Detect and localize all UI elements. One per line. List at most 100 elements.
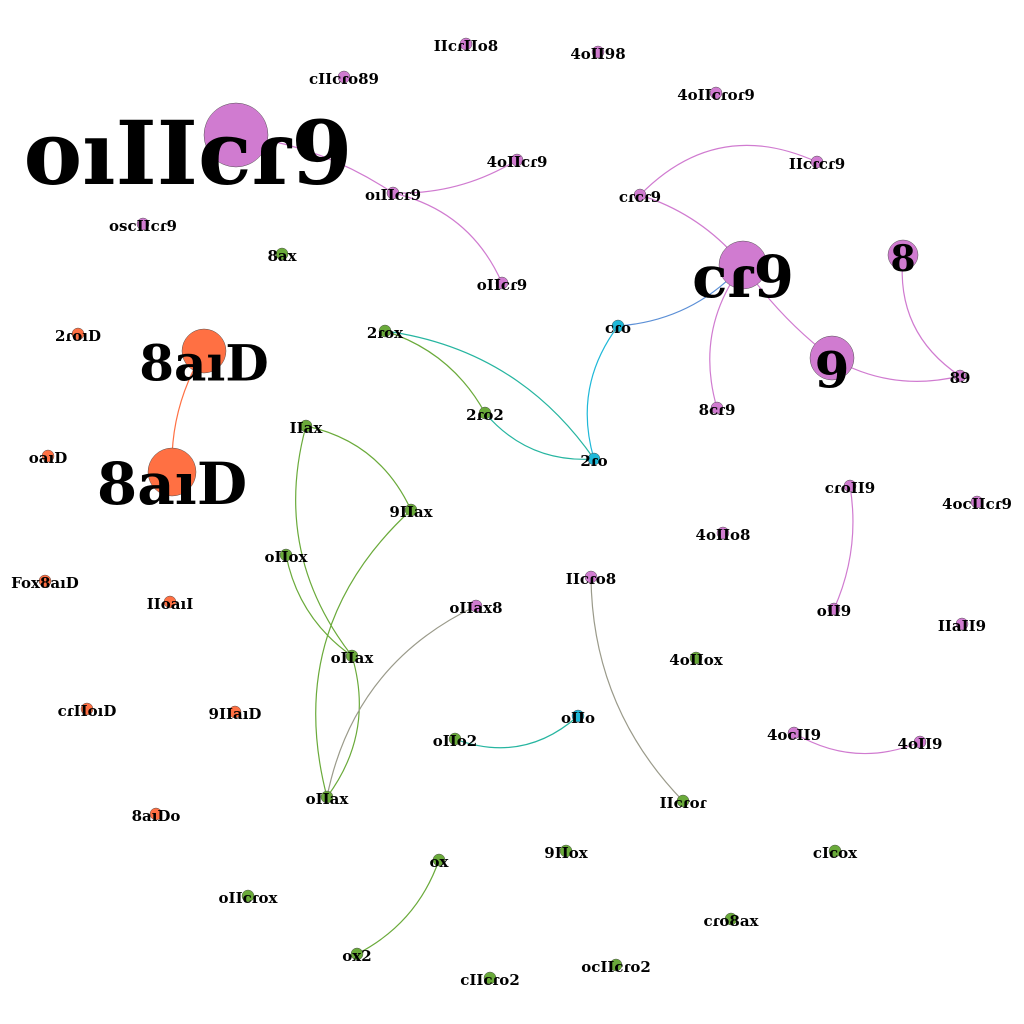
graph-node[interactable] [275, 247, 289, 261]
graph-node[interactable] [71, 327, 85, 341]
node-label: cɾcɾ9 [619, 188, 661, 206]
graph-edge [315, 509, 412, 798]
graph-node[interactable] [228, 705, 242, 719]
graph-node[interactable] [510, 153, 524, 167]
node-label: 89 [950, 369, 971, 387]
graph-node[interactable] [432, 853, 446, 867]
graph-node[interactable] [241, 889, 255, 903]
graph-node[interactable] [279, 548, 293, 562]
graph-node[interactable] [203, 102, 269, 168]
graph-node[interactable] [350, 947, 364, 961]
graph-node[interactable] [611, 319, 625, 333]
graph-node[interactable] [609, 958, 623, 972]
graph-node[interactable] [320, 790, 334, 804]
graph-node[interactable] [404, 503, 418, 517]
node-label: 2ɾo [580, 452, 607, 470]
graph-edge [285, 554, 353, 657]
graph-edge [384, 330, 486, 414]
node-label: oıIIcɾ9 [23, 101, 352, 205]
graph-node[interactable] [716, 526, 730, 540]
node-label: 4oIIo8 [696, 526, 751, 544]
node-label: IIcɾIIo8 [434, 37, 498, 55]
graph-node[interactable] [970, 495, 984, 509]
graph-node[interactable] [459, 37, 473, 51]
node-label: oIIax8 [449, 599, 502, 617]
graph-node[interactable] [386, 186, 400, 200]
node-label: 4oII9 [898, 735, 943, 753]
graph-node[interactable] [495, 276, 509, 290]
graph-node[interactable] [718, 240, 768, 290]
graph-node[interactable] [828, 844, 842, 858]
graph-node[interactable] [149, 807, 163, 821]
graph-edge [833, 485, 854, 610]
node-label: 8 [890, 238, 915, 280]
graph-node[interactable] [448, 732, 462, 746]
graph-node[interactable] [689, 651, 703, 665]
graph-node[interactable] [584, 570, 598, 584]
graph-edge [454, 715, 579, 749]
graph-node[interactable] [571, 709, 585, 723]
node-label: 9IIax [389, 503, 433, 521]
graph-edge [586, 325, 619, 460]
node-label: Fox8aıD [11, 574, 79, 592]
node-label: oIIcɾox [219, 889, 279, 907]
graph-node[interactable] [955, 617, 969, 631]
node-label: IIoaıI [147, 595, 193, 613]
graph-edge [392, 192, 503, 284]
graph-node[interactable] [676, 794, 690, 808]
node-label: 4ocIIcɾ9 [942, 495, 1012, 513]
node-label: IIax [290, 419, 324, 437]
graph-node[interactable] [345, 649, 359, 663]
graph-node[interactable] [38, 574, 52, 588]
node-label: 9IIox [544, 844, 588, 862]
graph-node[interactable] [810, 155, 824, 169]
graph-node[interactable] [337, 70, 351, 84]
graph-node[interactable] [469, 599, 483, 613]
graph-node[interactable] [710, 401, 724, 415]
graph-node[interactable] [913, 735, 927, 749]
graph-node[interactable] [80, 702, 94, 716]
node-label: oaıD [29, 449, 67, 467]
graph-node[interactable] [843, 479, 857, 493]
node-label: IIaII9 [938, 617, 986, 635]
graph-node[interactable] [181, 328, 227, 374]
node-label: 8cɾ9 [699, 401, 736, 419]
graph-node[interactable] [163, 595, 177, 609]
graph-node[interactable] [299, 419, 313, 433]
graph-node[interactable] [887, 239, 919, 271]
node-label: ox2 [342, 947, 371, 965]
graph-node[interactable] [827, 602, 841, 616]
node-layer [38, 37, 984, 985]
graph-edge [295, 425, 353, 657]
graph-node[interactable] [591, 45, 605, 59]
graph-node[interactable] [709, 86, 723, 100]
graph-node[interactable] [724, 912, 738, 926]
graph-node[interactable] [136, 217, 150, 231]
node-label: cIIcɾo2 [460, 971, 520, 989]
graph-node[interactable] [483, 971, 497, 985]
node-label: 8aıD [139, 334, 269, 393]
graph-node[interactable] [953, 369, 967, 383]
graph-node[interactable] [633, 188, 647, 202]
graph-node[interactable] [41, 449, 55, 463]
node-label: oIIax [331, 649, 375, 667]
node-label: 2ɾoıD [55, 327, 101, 345]
graph-node[interactable] [378, 324, 392, 338]
graph-node[interactable] [478, 406, 492, 420]
graph-node[interactable] [147, 447, 197, 497]
graph-node[interactable] [559, 844, 573, 858]
node-label: 2ɾox [367, 324, 404, 342]
node-label: 4ocII9 [767, 726, 821, 744]
graph-edge [793, 732, 921, 755]
node-label: cIIcɾo89 [309, 70, 379, 88]
node-label: oIIcɾ9 [477, 276, 527, 294]
node-label: 8ax [267, 247, 297, 265]
graph-node[interactable] [587, 452, 601, 466]
graph-node[interactable] [787, 726, 801, 740]
node-label: 4oIIox [669, 651, 723, 669]
graph-node[interactable] [809, 335, 855, 381]
node-label: 4oIIcɾoɾ9 [677, 86, 755, 104]
node-label: oIIo2 [433, 732, 477, 750]
node-label: 4oIIcɾ9 [487, 153, 548, 171]
